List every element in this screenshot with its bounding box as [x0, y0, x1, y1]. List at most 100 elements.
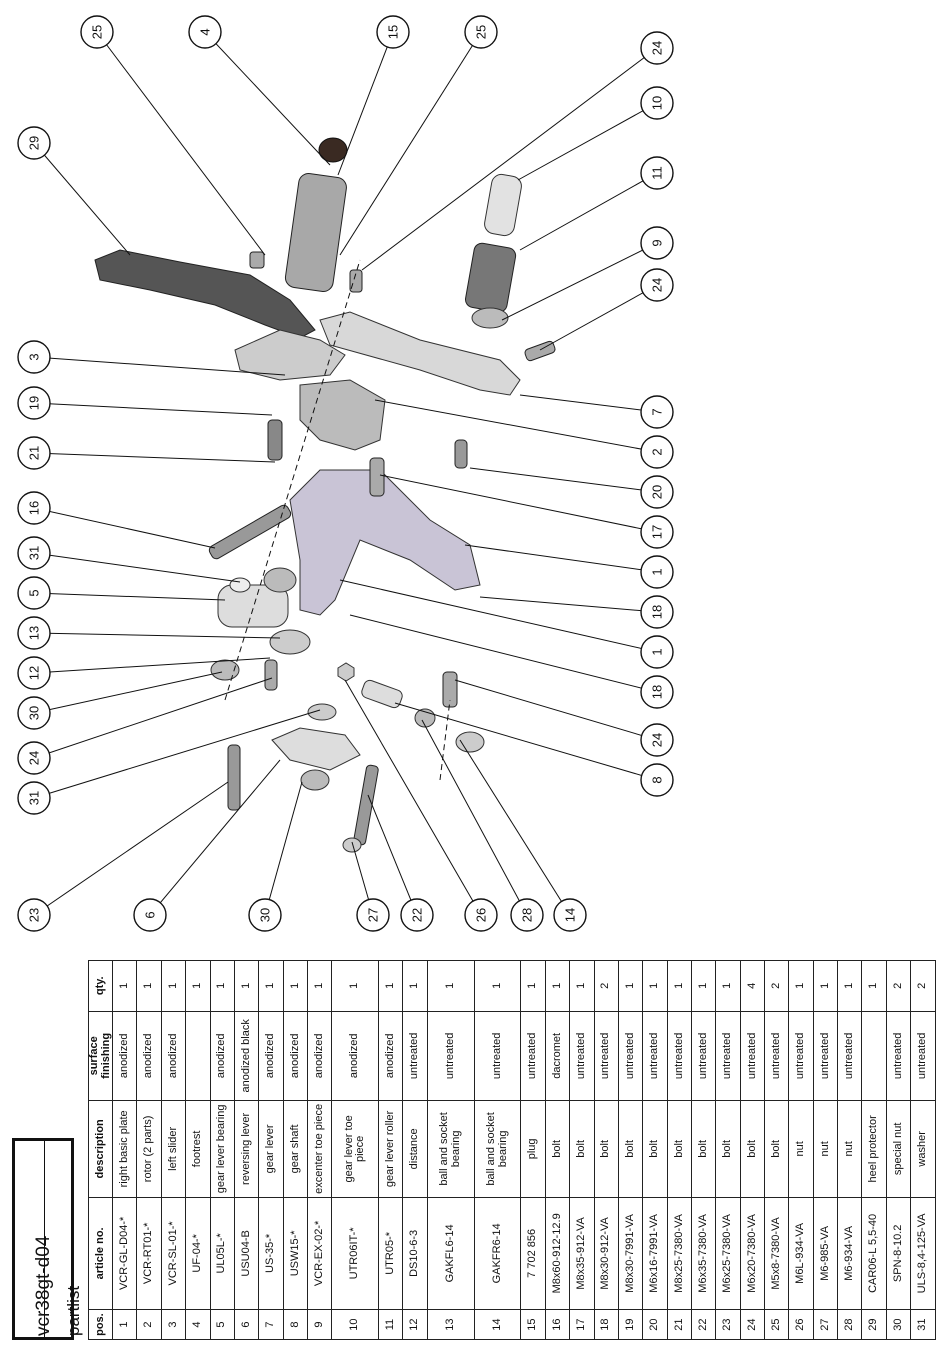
- cell-surface-finishing: anodized black: [234, 1011, 259, 1101]
- cell-surface-finishing: untreated: [837, 1011, 862, 1101]
- footrest: [284, 137, 348, 292]
- balloon-number: 5: [27, 589, 42, 596]
- cell-pos: 21: [667, 1309, 692, 1340]
- gear-lever-roller-spring: [464, 173, 522, 313]
- cell-qty: 1: [667, 960, 692, 1012]
- leader-line: [33, 632, 281, 639]
- balloon-number: 22: [410, 908, 425, 922]
- balloon-circle: [17, 576, 51, 610]
- balloon-number: 4: [198, 28, 213, 35]
- balloon-number: 24: [650, 733, 665, 747]
- cell-surface-finishing: untreated: [474, 1011, 521, 1101]
- cell-description: ball and socket bearing: [474, 1100, 521, 1198]
- cell-article-no: M6-934-VA: [837, 1197, 862, 1310]
- cell-surface-finishing: untreated: [520, 1011, 546, 1101]
- leader-line: [264, 781, 303, 916]
- cell-article-no: CAR06-L 5,5-40: [861, 1197, 887, 1310]
- balloon-circle: [640, 675, 674, 709]
- callout-balloon: 30: [248, 898, 282, 932]
- cell-surface-finishing: untreated: [715, 1011, 741, 1101]
- leader-line: [367, 794, 418, 916]
- callout-balloon: 24: [640, 268, 674, 302]
- balloon-circle: [17, 898, 51, 932]
- cell-surface-finishing: untreated: [642, 1011, 668, 1101]
- cell-article-no: UL05L-*: [210, 1197, 235, 1310]
- callout-balloon: 25: [464, 15, 498, 49]
- balloon-circle: [17, 656, 51, 690]
- cell-article-no: VCR-SL-01-*: [161, 1197, 186, 1310]
- cell-article-no: M5x8-7380-VA: [764, 1197, 789, 1310]
- balloon-circle: [17, 616, 51, 650]
- cell-description: right basic plate: [112, 1100, 137, 1198]
- cell-surface-finishing: anodized: [378, 1011, 403, 1101]
- balloon-circle: [80, 15, 114, 49]
- cell-article-no: VCR-GL-D04-*: [112, 1197, 137, 1310]
- cell-article-no: M8x60-912-12.9: [545, 1197, 570, 1310]
- cell-qty: 1: [378, 960, 403, 1012]
- cell-pos: 24: [740, 1309, 765, 1340]
- balloon-number: 1: [650, 648, 665, 655]
- balloon-circle: [640, 435, 674, 469]
- cell-qty: 1: [427, 960, 475, 1012]
- callout-balloon: 29: [17, 126, 51, 160]
- balloon-circle: [640, 156, 674, 190]
- cell-qty: 1: [618, 960, 643, 1012]
- cell-pos: 10: [331, 1309, 379, 1340]
- cell-pos: 26: [788, 1309, 814, 1340]
- cell-description: washer: [910, 1100, 936, 1198]
- callout-balloon: 2: [640, 435, 674, 469]
- leader-line: [33, 356, 286, 376]
- balloon-circle: [400, 898, 434, 932]
- callout-balloon: 16: [17, 491, 51, 525]
- callout-balloon: 1: [640, 635, 674, 669]
- cell-surface-finishing: untreated: [813, 1011, 838, 1101]
- callout-balloon: 10: [640, 86, 674, 120]
- leader-line: [33, 507, 216, 549]
- balloon-circle: [640, 395, 674, 429]
- cell-article-no: M6x25-7380-VA: [715, 1197, 741, 1310]
- callout-balloon: 31: [17, 781, 51, 815]
- balloon-number: 9: [650, 239, 665, 246]
- callout-balloon: 15: [376, 15, 410, 49]
- cell-pos: 15: [520, 1309, 546, 1340]
- cell-qty: 1: [691, 960, 716, 1012]
- callout-balloon: 30: [17, 696, 51, 730]
- cell-article-no: M8x30-912-VA: [594, 1197, 619, 1310]
- balloon-number: 1: [650, 568, 665, 575]
- callout-balloon: 1: [640, 555, 674, 589]
- cell-surface-finishing: anodized: [307, 1011, 332, 1101]
- balloon-number: 16: [27, 501, 42, 515]
- balloon-number: 13: [27, 626, 42, 640]
- leader-line: [421, 719, 528, 916]
- balloon-number: 12: [27, 666, 42, 680]
- cell-description: heel protector: [861, 1100, 887, 1198]
- cell-pos: 30: [886, 1309, 911, 1340]
- callout-balloon: 26: [464, 898, 498, 932]
- balloon-number: 27: [366, 908, 381, 922]
- cell-qty: 1: [185, 960, 211, 1012]
- balloon-number: 8: [650, 776, 665, 783]
- bolts: [208, 251, 556, 846]
- cell-description: bolt: [569, 1100, 595, 1198]
- balloon-circle: [553, 898, 587, 932]
- cell-qty: 1: [283, 960, 308, 1012]
- callout-balloon: 7: [640, 395, 674, 429]
- balloon-number: 14: [563, 908, 578, 922]
- cell-pos: 11: [378, 1309, 403, 1340]
- cell-pos: 16: [545, 1309, 570, 1340]
- cell-qty: 1: [258, 960, 284, 1012]
- callout-balloon: 4: [188, 15, 222, 49]
- right-basic-plate: [289, 469, 481, 616]
- cell-description: bolt: [715, 1100, 741, 1198]
- balloon-number: 15: [386, 25, 401, 39]
